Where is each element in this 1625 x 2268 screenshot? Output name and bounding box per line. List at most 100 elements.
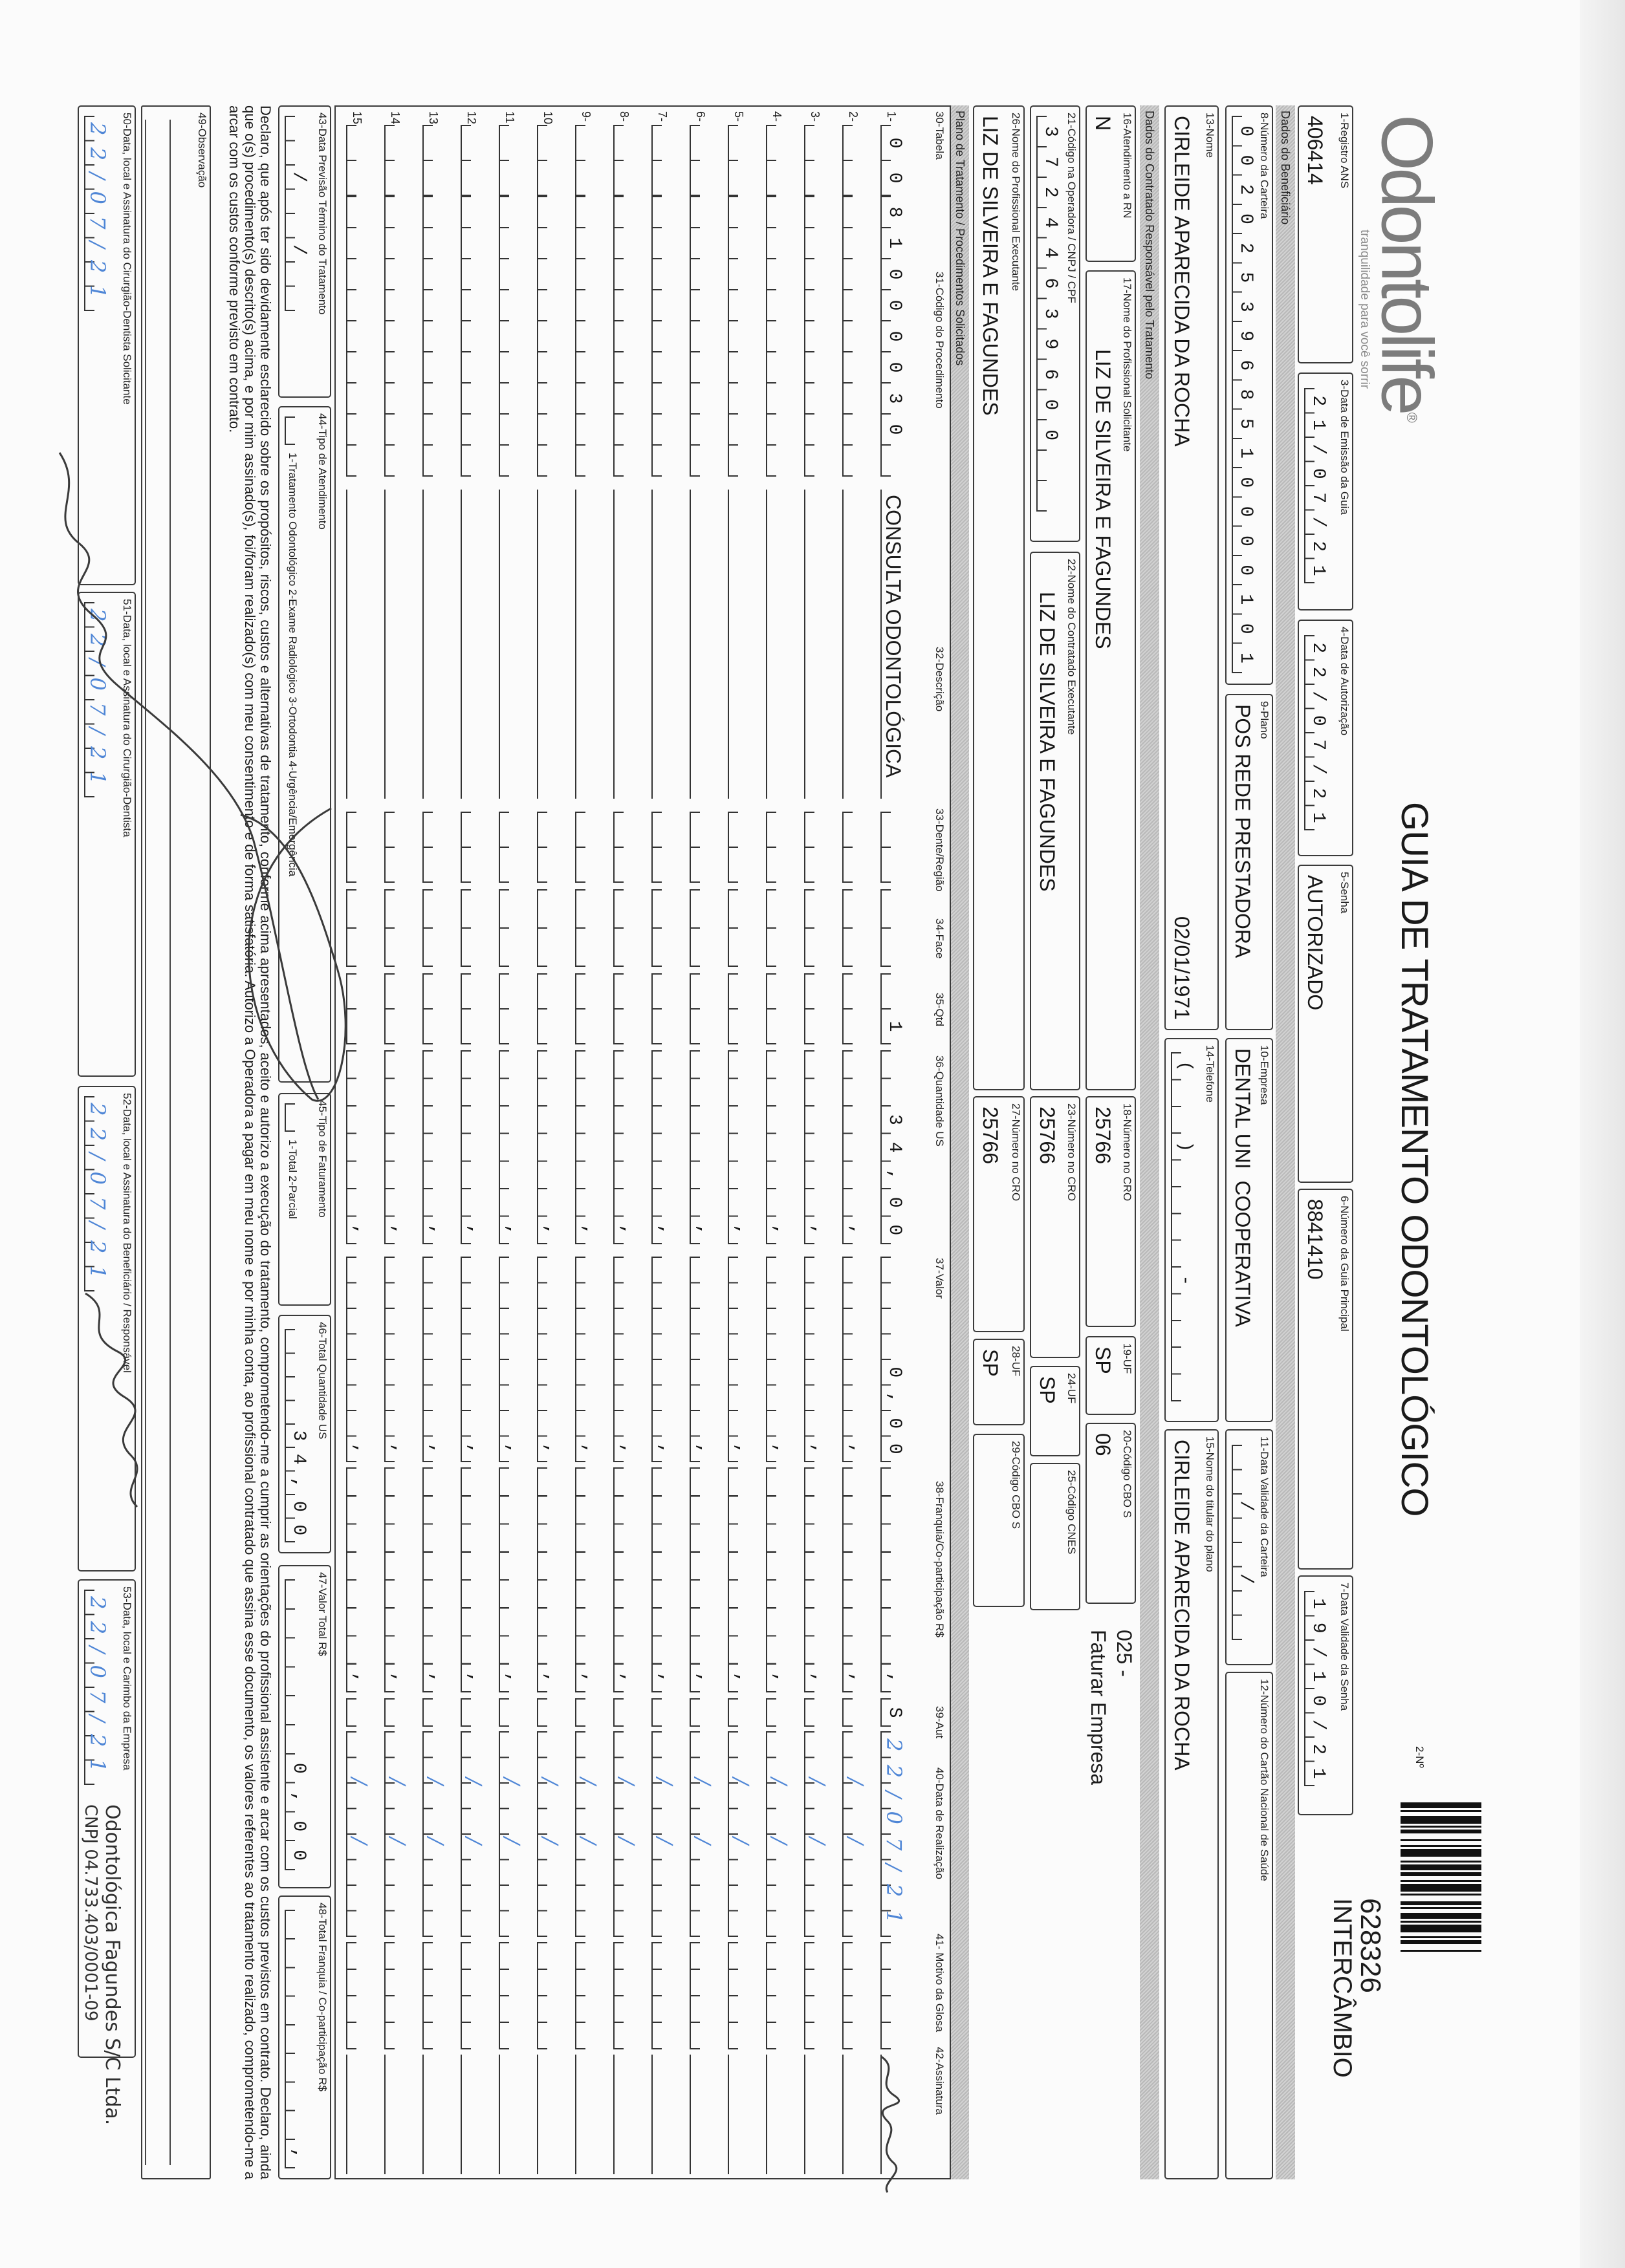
quantidade-us-cells[interactable]: , — [728, 1050, 754, 1252]
assinatura-line[interactable] — [346, 2055, 372, 2174]
valor-cells[interactable]: , — [613, 1257, 639, 1469]
tabela-cells[interactable] — [651, 125, 677, 196]
franquia-cells[interactable]: , — [461, 1467, 486, 1700]
face-cells[interactable] — [461, 889, 486, 967]
aut-cell[interactable] — [384, 1698, 410, 1727]
dente-cells[interactable] — [766, 812, 792, 883]
dente-cells[interactable] — [537, 812, 563, 883]
valor-cells[interactable]: , — [690, 1257, 715, 1469]
motivo-glosa-cells[interactable] — [651, 1942, 677, 2049]
face-cells[interactable] — [575, 889, 601, 967]
tabela-cells[interactable] — [499, 125, 525, 196]
valor-cells[interactable]: , — [346, 1257, 372, 1469]
dente-cells[interactable] — [842, 812, 868, 883]
quantidade-us-cells[interactable]: 34,00 — [880, 1050, 906, 1252]
motivo-glosa-cells[interactable] — [728, 1942, 754, 2049]
field-cro-solicitante[interactable]: 18-Número no CRO 25766 — [1085, 1096, 1136, 1327]
motivo-glosa-cells[interactable] — [499, 1942, 525, 2049]
valor-cells[interactable]: 0,00 — [880, 1257, 906, 1469]
tabela-cells[interactable] — [728, 125, 754, 196]
assinatura-line[interactable] — [613, 2055, 639, 2174]
franquia-cells[interactable]: , — [842, 1467, 868, 1700]
dente-cells[interactable] — [728, 812, 754, 883]
codigo-cells[interactable] — [766, 196, 792, 477]
codigo-cells[interactable] — [346, 196, 372, 477]
aut-cell[interactable] — [690, 1698, 715, 1727]
tabela-cells[interactable] — [613, 125, 639, 196]
dente-cells[interactable] — [804, 812, 830, 883]
qtd-cells[interactable] — [766, 973, 792, 1044]
field-validade-senha[interactable]: 7-Data Validade da Senha 19/10/21 — [1298, 1575, 1353, 1815]
motivo-glosa-cells[interactable] — [690, 1942, 715, 2049]
aut-cell[interactable] — [575, 1698, 601, 1727]
tabela-cells[interactable] — [575, 125, 601, 196]
descricao-line[interactable] — [728, 490, 754, 799]
descricao-line[interactable] — [575, 490, 601, 799]
quantidade-us-cells[interactable]: , — [422, 1050, 448, 1252]
data-realizacao-cells[interactable]: / / — [728, 1731, 754, 1937]
data-realizacao-cells[interactable]: 22/07/21 — [880, 1731, 906, 1937]
aut-cell[interactable] — [804, 1698, 830, 1727]
valor-cells[interactable]: , — [537, 1257, 563, 1469]
data-realizacao-cells[interactable]: / / — [499, 1731, 525, 1937]
face-cells[interactable] — [651, 889, 677, 967]
codigo-cells[interactable] — [690, 196, 715, 477]
quantidade-us-cells[interactable]: , — [346, 1050, 372, 1252]
codigo-cells[interactable] — [651, 196, 677, 477]
valor-cells[interactable]: , — [728, 1257, 754, 1469]
qtd-cells[interactable] — [613, 973, 639, 1044]
franquia-cells[interactable]: , — [384, 1467, 410, 1700]
aut-cell[interactable] — [842, 1698, 868, 1727]
motivo-glosa-cells[interactable] — [804, 1942, 830, 2049]
qtd-cells[interactable] — [690, 973, 715, 1044]
codigo-cells[interactable] — [728, 196, 754, 477]
field-profissional-executante[interactable]: 26-Nome do Profissional Executante LIZ D… — [973, 105, 1025, 1090]
field-data-autorizacao[interactable]: 4-Data de Autorização 22/07/21 — [1298, 620, 1353, 856]
field-nome[interactable]: 13-Nome CIRLEIDE APARECIDA DA ROCHA 02/0… — [1164, 105, 1219, 1030]
data-realizacao-cells[interactable]: / / — [422, 1731, 448, 1937]
valor-cells[interactable]: , — [499, 1257, 525, 1469]
valor-cells[interactable]: , — [766, 1257, 792, 1469]
franquia-cells[interactable]: , — [804, 1467, 830, 1700]
franquia-cells[interactable]: , — [728, 1467, 754, 1700]
franquia-cells[interactable]: , — [575, 1467, 601, 1700]
quantidade-us-cells[interactable]: , — [842, 1050, 868, 1252]
aut-cell[interactable] — [346, 1698, 372, 1727]
motivo-glosa-cells[interactable] — [613, 1942, 639, 2049]
field-tipo-faturamento[interactable]: 45-Tipo de Faturamento 1-Total 2-Parcial — [278, 1093, 331, 1306]
aut-cell[interactable] — [651, 1698, 677, 1727]
assinatura-line[interactable] — [651, 2055, 677, 2174]
field-cbo-solicitante[interactable]: 20-Código CBO S 06 — [1085, 1423, 1136, 1604]
tipo-atendimento-input[interactable] — [285, 416, 311, 445]
valor-cells[interactable]: , — [575, 1257, 601, 1469]
data-realizacao-cells[interactable]: / / — [804, 1731, 830, 1937]
field-contratado-executante[interactable]: 22-Nome do Contratado Executante LIZ DE … — [1030, 552, 1080, 1090]
face-cells[interactable] — [766, 889, 792, 967]
motivo-glosa-cells[interactable] — [575, 1942, 601, 2049]
franquia-cells[interactable]: , — [422, 1467, 448, 1700]
field-empresa[interactable]: 10-Empresa DENTAL UNI COOPERATIVA — [1225, 1038, 1273, 1422]
field-total-franquia[interactable]: 48-Total Franquia / Co-participação R$ , — [278, 1895, 331, 2179]
tabela-cells[interactable] — [842, 125, 868, 196]
motivo-glosa-cells[interactable] — [537, 1942, 563, 2049]
assinatura-line[interactable] — [690, 2055, 715, 2174]
face-cells[interactable] — [613, 889, 639, 967]
codigo-cells[interactable] — [842, 196, 868, 477]
codigo-cells[interactable] — [575, 196, 601, 477]
dente-cells[interactable] — [346, 812, 372, 883]
face-cells[interactable] — [499, 889, 525, 967]
assinatura-line[interactable] — [880, 2055, 906, 2174]
dente-cells[interactable] — [499, 812, 525, 883]
valor-cells[interactable]: , — [842, 1257, 868, 1469]
qtd-cells[interactable] — [651, 973, 677, 1044]
field-numero-carteira[interactable]: 8-Número da Carteira 0020253968510000101 — [1225, 105, 1273, 685]
qtd-cells[interactable] — [499, 973, 525, 1044]
field-data-emissao[interactable]: 3-Data de Emissão da Guia 21/07/21 — [1298, 373, 1353, 610]
qtd-cells[interactable]: 1 — [880, 973, 906, 1056]
descricao-line[interactable] — [690, 490, 715, 799]
dente-cells[interactable] — [422, 812, 448, 883]
franquia-cells[interactable]: , — [499, 1467, 525, 1700]
assinatura-line[interactable] — [728, 2055, 754, 2174]
field-codigo-operadora[interactable]: 21-Código na Operadora / CNPJ / CPF 3724… — [1030, 105, 1080, 542]
motivo-glosa-cells[interactable] — [346, 1942, 372, 2049]
